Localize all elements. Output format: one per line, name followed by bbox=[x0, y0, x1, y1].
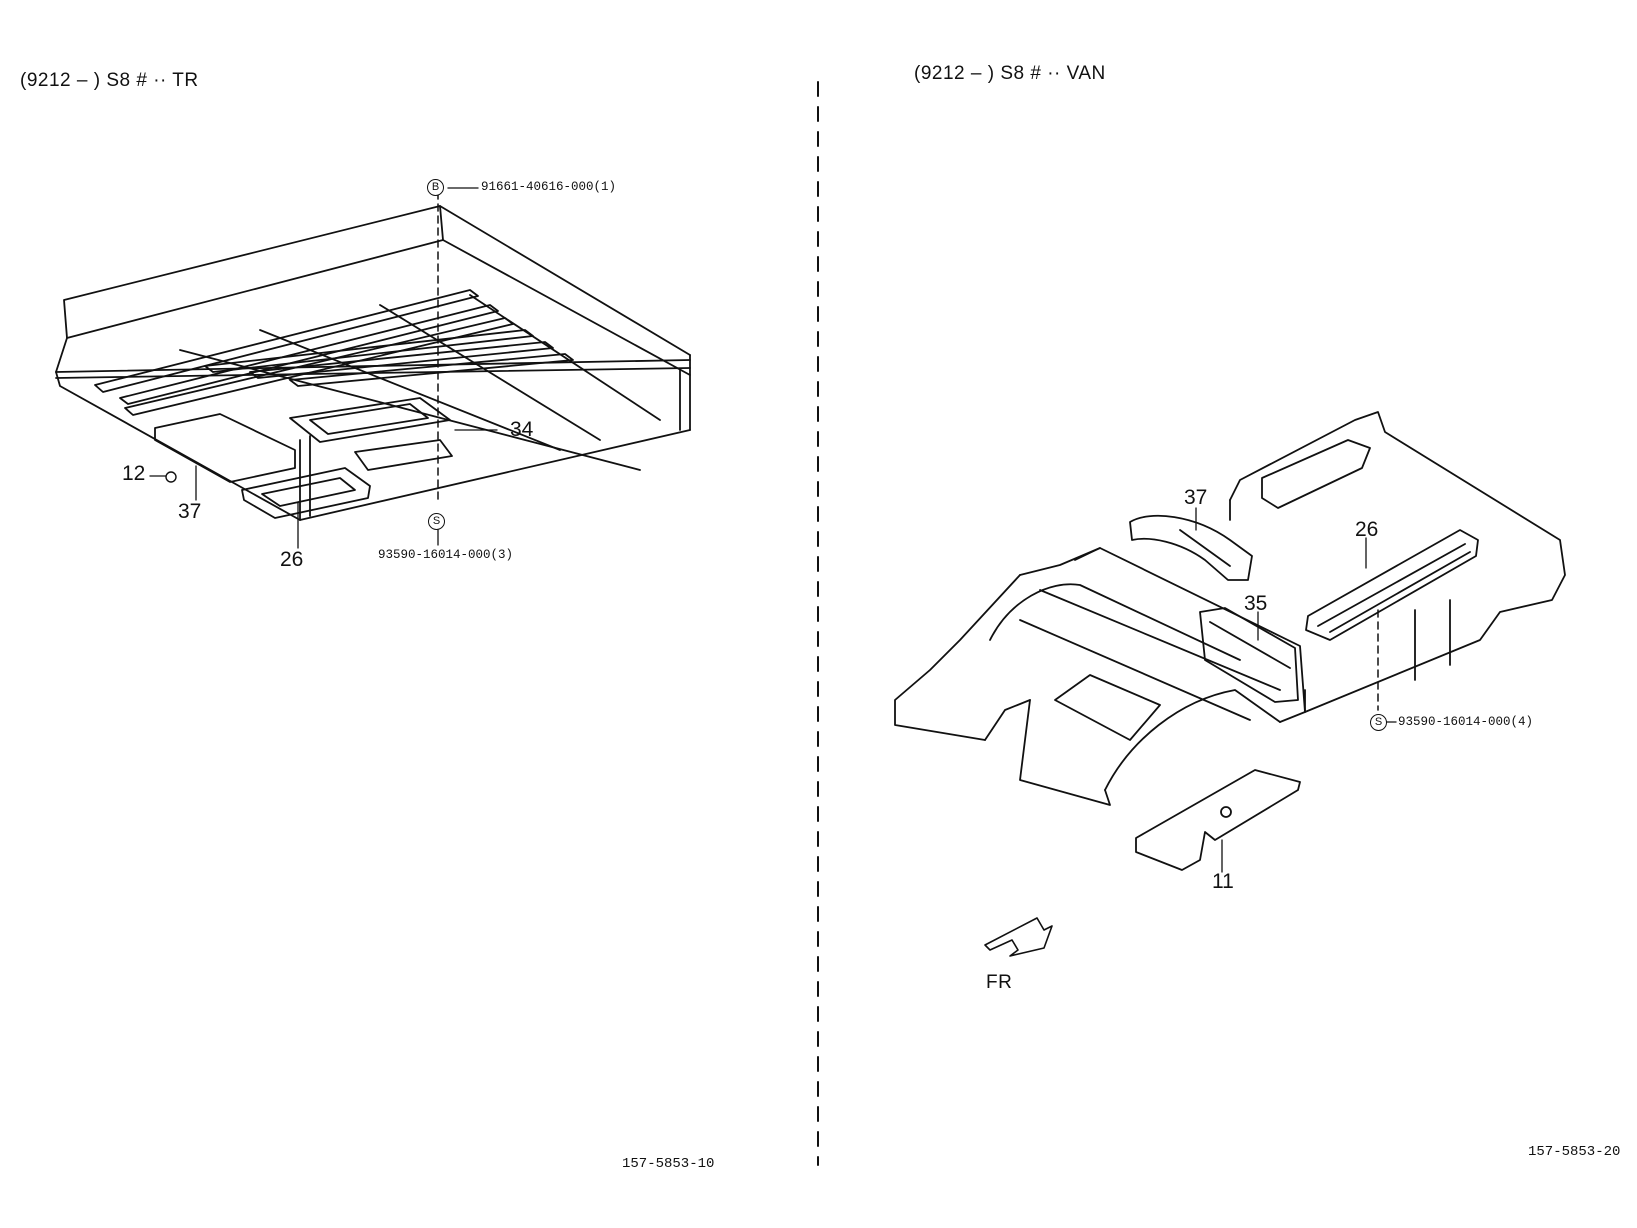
left-document-number: 157-5853-10 bbox=[622, 1156, 715, 1172]
callout-12: 12 bbox=[122, 462, 146, 485]
left-top-part-number: 91661-40616-000(1) bbox=[481, 180, 617, 194]
part-11-plate bbox=[1135, 769, 1301, 871]
left-bottom-part-number: 93590-16014-000(3) bbox=[378, 548, 514, 562]
van-rear-bump bbox=[1261, 439, 1371, 509]
bolt-symbol-icon: B bbox=[427, 179, 444, 196]
screw-symbol-icon-van: S bbox=[1370, 714, 1387, 731]
callout-11: 11 bbox=[1212, 870, 1234, 893]
left-panel-header: (9212 – ) S8 # ·· TR bbox=[20, 70, 199, 91]
right-part-number: 93590-16014-000(4) bbox=[1398, 715, 1534, 729]
callout-26-van: 26 bbox=[1355, 518, 1379, 541]
right-panel-header: (9212 – ) S8 # ·· VAN bbox=[914, 63, 1106, 84]
callout-26: 26 bbox=[280, 548, 304, 571]
part-26-plate bbox=[241, 467, 371, 519]
van-floor-drawing bbox=[894, 411, 1566, 957]
right-document-number: 157-5853-20 bbox=[1528, 1144, 1621, 1160]
callout-34: 34 bbox=[510, 418, 534, 441]
callout-35: 35 bbox=[1244, 592, 1268, 615]
callout-37-van: 37 bbox=[1184, 486, 1208, 509]
screw-symbol-icon: S bbox=[428, 513, 445, 530]
part-34-bracket bbox=[289, 397, 451, 443]
truck-bed-floor-drawing bbox=[55, 187, 691, 549]
part-37-plate bbox=[154, 413, 296, 483]
part-37-panel bbox=[1129, 514, 1253, 581]
front-direction-arrow bbox=[984, 917, 1053, 957]
part-26-panel bbox=[1305, 529, 1479, 641]
front-direction-label: FR bbox=[986, 972, 1013, 993]
part-35-crossmember bbox=[1199, 607, 1299, 703]
callout-37: 37 bbox=[178, 500, 202, 523]
